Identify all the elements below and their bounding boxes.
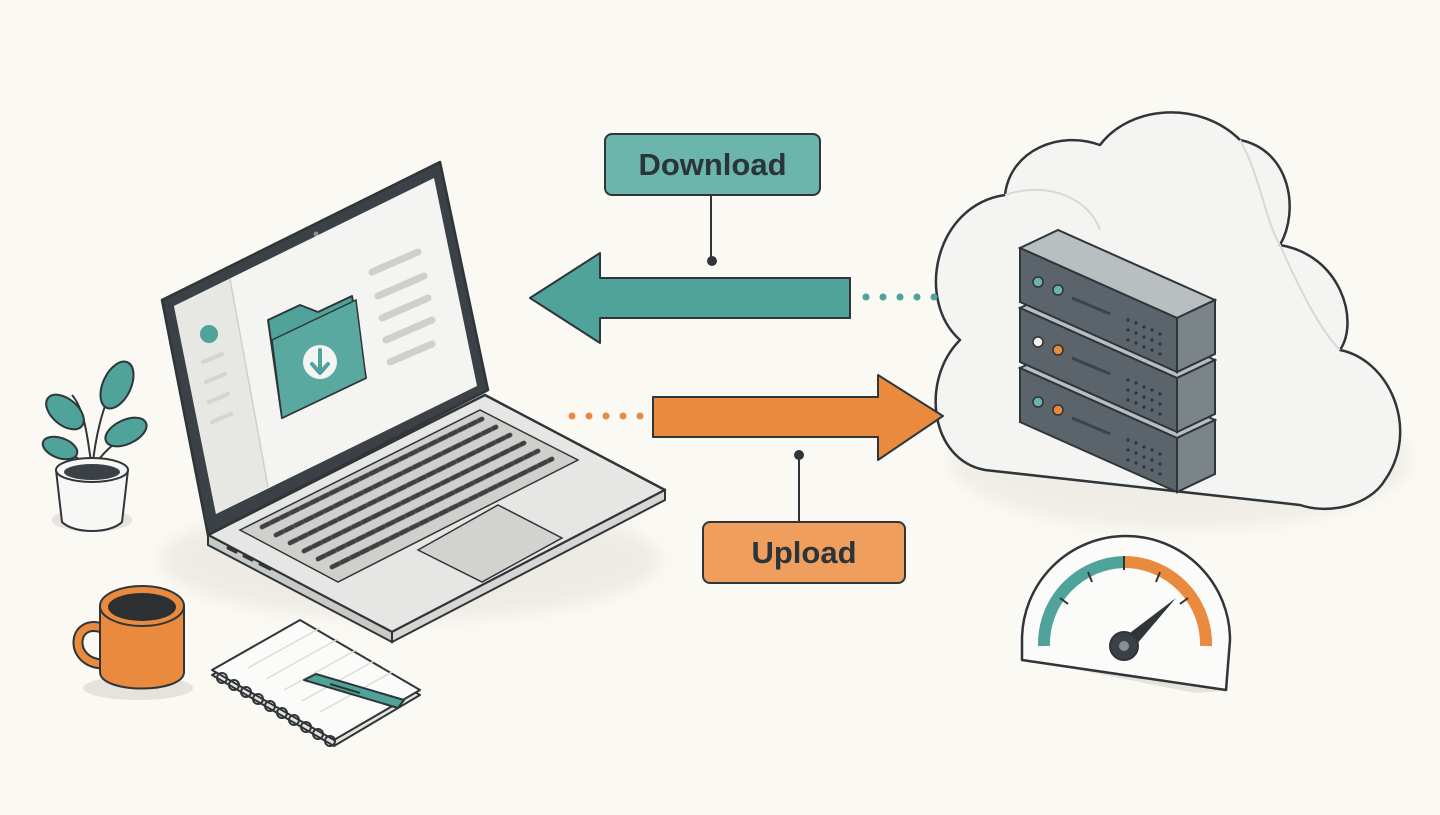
upload-arrow <box>568 374 944 521</box>
potted-plant-icon <box>41 360 148 532</box>
folder-download-icon <box>267 295 367 420</box>
laptop-icon <box>160 160 667 644</box>
coffee-mug-icon <box>72 585 193 700</box>
upload-label: Upload <box>702 521 906 584</box>
trackpad <box>416 504 564 583</box>
pen-icon <box>300 673 405 709</box>
keyboard <box>238 409 580 583</box>
upload-dotted-trail <box>568 412 644 420</box>
server-rack-icon <box>1017 228 1218 494</box>
upload-label-text: Upload <box>751 534 857 570</box>
laptop-screen <box>174 178 477 514</box>
download-label-text: Download <box>638 146 787 182</box>
download-arrow <box>529 196 938 344</box>
spiral-notebook-icon <box>211 619 421 747</box>
download-dotted-trail <box>862 293 938 301</box>
server-unit-1 <box>1017 228 1218 374</box>
download-label: Download <box>604 133 821 196</box>
speed-gauge-icon <box>1020 534 1232 693</box>
